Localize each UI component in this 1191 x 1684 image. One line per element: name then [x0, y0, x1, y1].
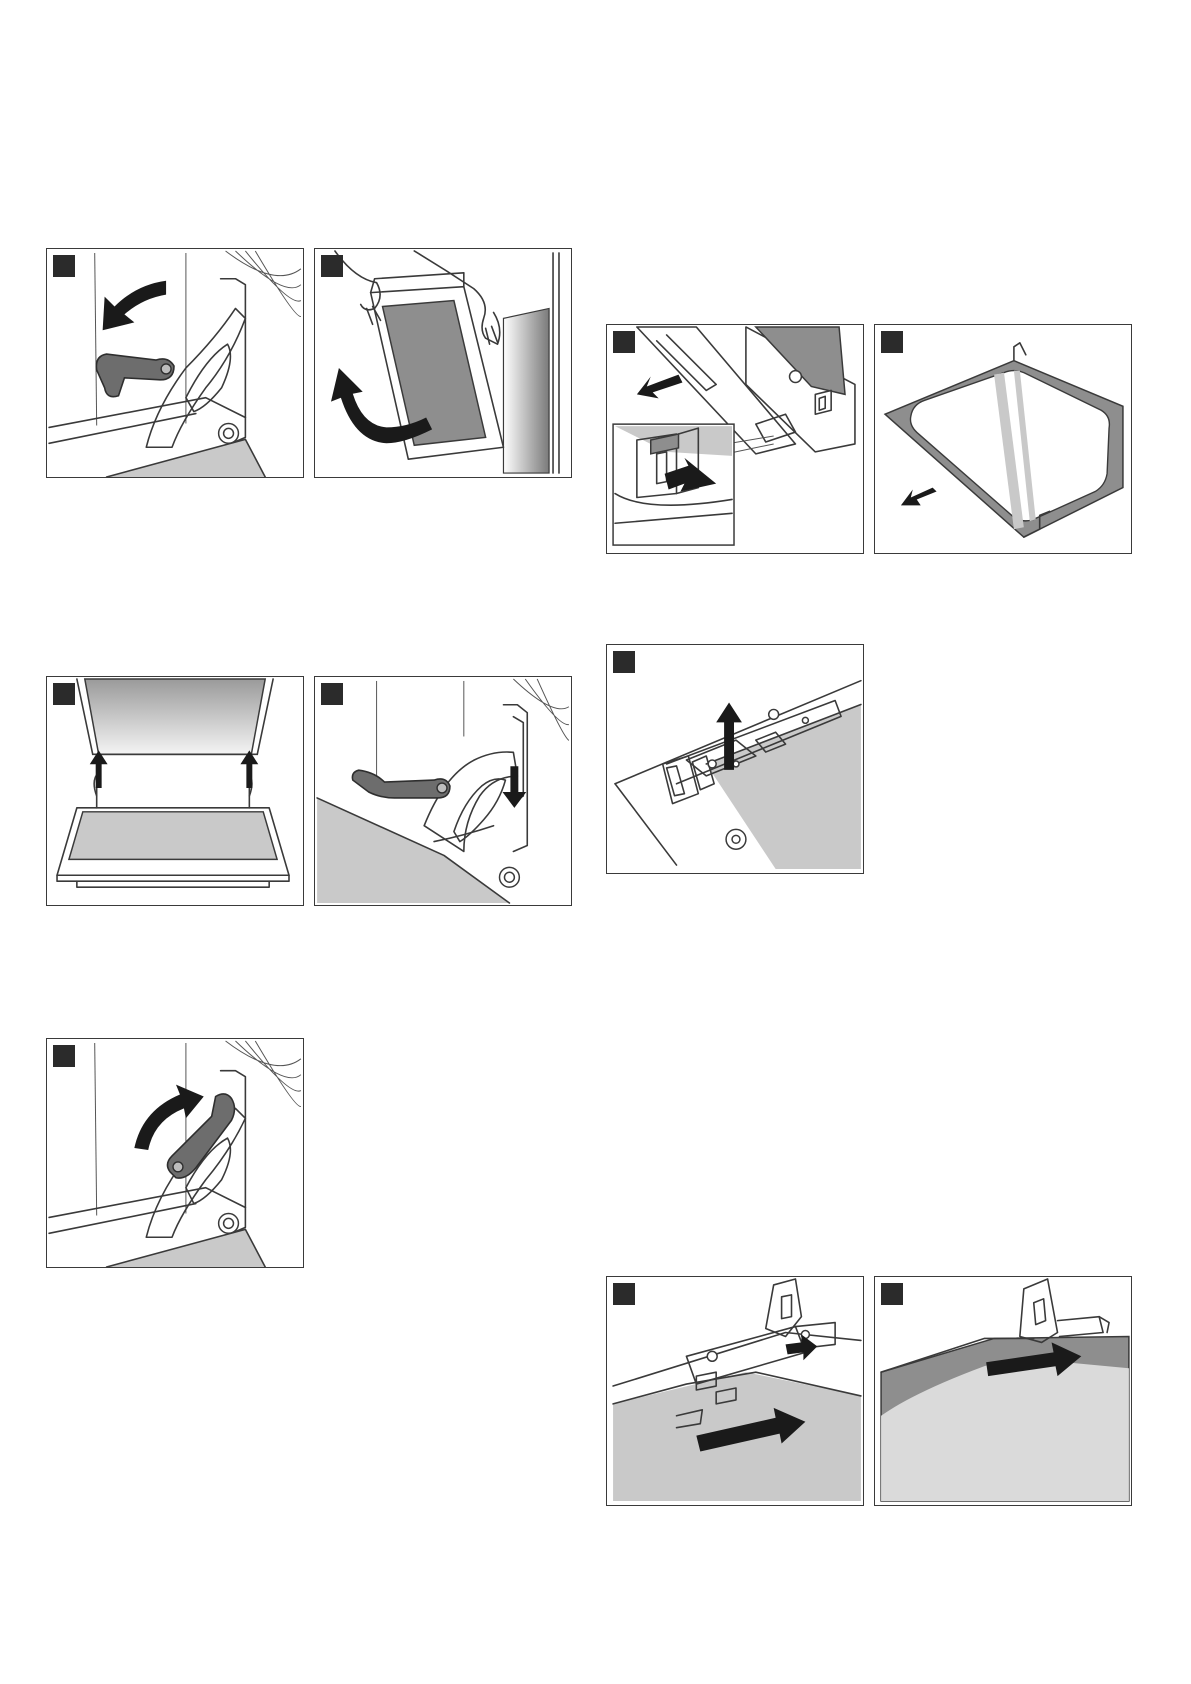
door-hooking-illustration [47, 677, 303, 905]
arrow-icon [637, 375, 683, 399]
figure-lever-fold-down [46, 248, 304, 478]
step-marker [881, 331, 903, 353]
step-marker [321, 255, 343, 277]
arrow-up-icon [90, 750, 108, 788]
step-marker [53, 1045, 75, 1067]
hinge-lever-illustration [47, 1039, 303, 1267]
step-marker [53, 255, 75, 277]
arrow-up-icon [240, 750, 258, 788]
figure-lever-fold-up [46, 1038, 304, 1268]
door-removal-illustration [315, 249, 571, 477]
pane-insert-illustration [607, 1277, 863, 1505]
step-marker [881, 1283, 903, 1305]
figure-door-lift-off [314, 248, 572, 478]
figure-pane-push-under [874, 1276, 1132, 1506]
figure-lever-down-lock [314, 676, 572, 906]
figure-clip-lift [606, 644, 864, 874]
pane-push-illustration [875, 1277, 1131, 1505]
clip-release-illustration [607, 325, 863, 553]
figure-pane-slide-in [606, 1276, 864, 1506]
figure-clip-release [606, 324, 864, 554]
figure-pane-remove [874, 324, 1132, 554]
step-marker [613, 651, 635, 673]
arrow-icon [901, 488, 937, 506]
hinge-lock-illustration [315, 677, 571, 905]
hinge-lever-icon [352, 770, 450, 798]
glass-pane-illustration [875, 325, 1131, 553]
curved-arrow-down-icon [103, 281, 166, 331]
clip-lift-illustration [607, 645, 863, 873]
hinge-lever-illustration [47, 249, 303, 477]
step-marker [53, 683, 75, 705]
hinge-lever-icon [96, 354, 174, 397]
step-marker [613, 1283, 635, 1305]
step-marker [321, 683, 343, 705]
figure-door-hooks-in [46, 676, 304, 906]
step-marker [613, 331, 635, 353]
